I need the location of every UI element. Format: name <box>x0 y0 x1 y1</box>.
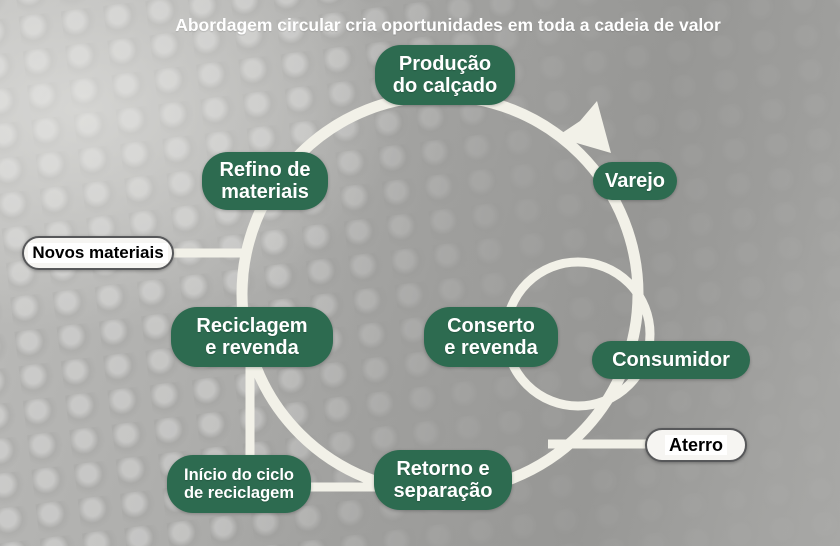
node-label: Novos materiais <box>28 243 168 263</box>
node-label: Consumidor <box>612 348 730 371</box>
node-label: Produção do calçado <box>392 52 498 97</box>
node-conserto-e-revenda: Conserto e revenda <box>424 307 558 367</box>
node-novos-materiais: Novos materiais <box>22 236 174 270</box>
flow-arrow-icon <box>556 101 611 153</box>
node-retorno-e-separacao: Retorno e separação <box>374 450 512 510</box>
node-label: Reciclagem e revenda <box>196 314 308 359</box>
node-label: Conserto e revenda <box>444 314 538 359</box>
node-aterro: Aterro <box>645 428 747 462</box>
node-label: Varejo <box>604 169 666 192</box>
node-consumidor: Consumidor <box>592 341 750 379</box>
node-producao-do-calcado: Produção do calçado <box>375 45 515 105</box>
node-inicio-do-ciclo-de-reciclagem: Início do ciclo de reciclagem <box>167 455 311 513</box>
diagram-title: Abordagem circular cria oportunidades em… <box>175 15 721 35</box>
node-label: Aterro <box>664 434 727 456</box>
node-label: Retorno e separação <box>393 457 493 502</box>
node-label: Refino de materiais <box>219 158 311 203</box>
node-refino-de-materiais: Refino de materiais <box>202 152 328 210</box>
node-label: Início do ciclo de reciclagem <box>183 465 295 502</box>
node-varejo: Varejo <box>593 162 677 200</box>
node-reciclagem-e-revenda: Reciclagem e revenda <box>171 307 333 367</box>
